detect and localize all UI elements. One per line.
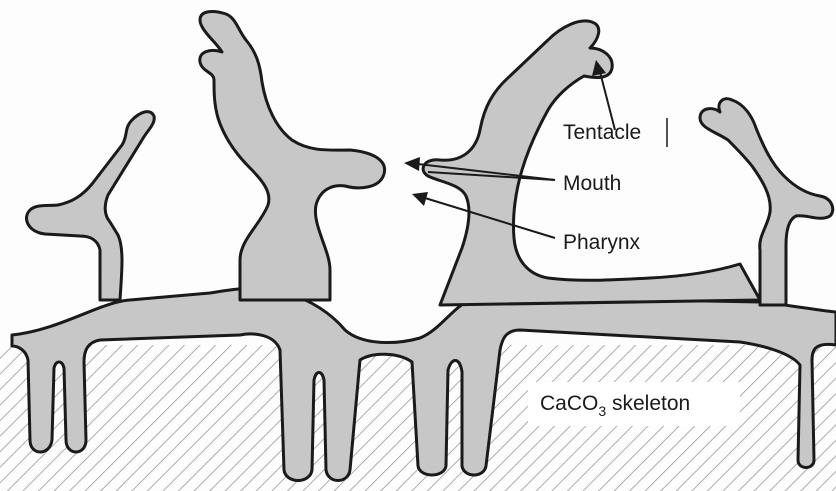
middle-right-polyp xyxy=(423,21,760,305)
label-skeleton: CaCO3 skeleton xyxy=(540,392,690,419)
label-skeleton-suffix: skeleton xyxy=(606,392,690,415)
left-polyp xyxy=(26,112,154,300)
label-skeleton-subscript: 3 xyxy=(598,403,606,419)
mouth-arrowhead xyxy=(404,157,420,171)
skeleton-label-group: CaCO3 skeleton xyxy=(528,382,740,426)
label-pharynx: Pharynx xyxy=(563,231,641,254)
pharynx-arrowhead xyxy=(412,192,428,206)
label-mouth: Mouth xyxy=(563,172,621,195)
label-skeleton-prefix: CaCO xyxy=(540,392,598,415)
label-tentacle: Tentacle xyxy=(563,121,641,144)
middle-left-polyp xyxy=(200,12,385,300)
